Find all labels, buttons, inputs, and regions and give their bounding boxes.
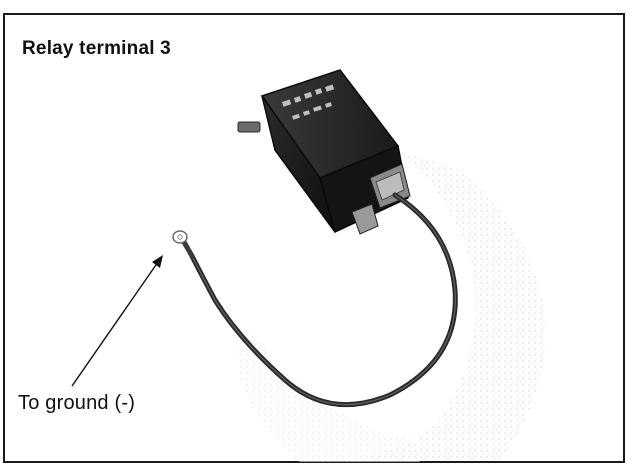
mounting-tab bbox=[237, 121, 261, 133]
arrow-icon bbox=[71, 255, 163, 387]
relay-icon bbox=[260, 69, 411, 235]
ground-label: To ground (-) bbox=[18, 392, 136, 414]
relay-terminal-label: Relay terminal 3 bbox=[22, 38, 171, 59]
wire-icon bbox=[172, 192, 458, 408]
ground-shadow bbox=[235, 150, 545, 462]
